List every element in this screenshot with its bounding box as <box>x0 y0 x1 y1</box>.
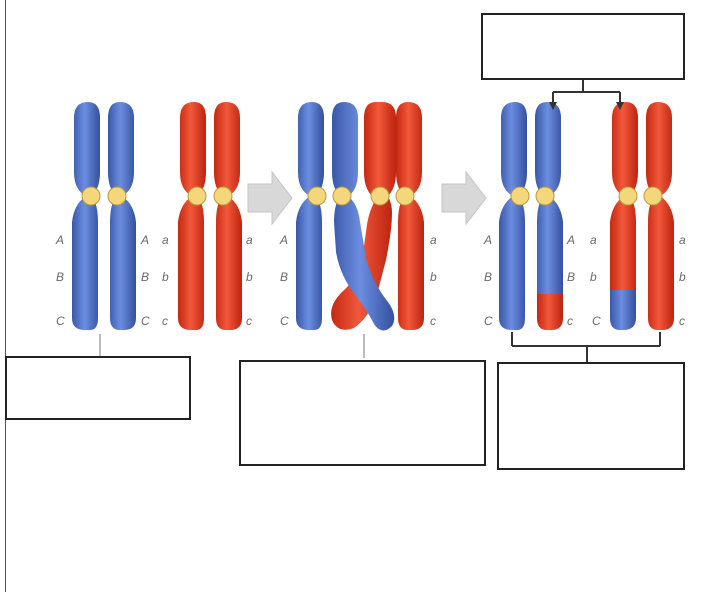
centromere <box>510 186 530 206</box>
locus-label: C <box>280 314 289 328</box>
label-box-bottom-left[interactable] <box>5 356 191 420</box>
centromere <box>643 186 663 206</box>
locus-label: c <box>679 314 685 328</box>
red-chromatid <box>178 102 206 330</box>
locus-label: c <box>567 314 573 328</box>
locus-label: b <box>430 270 437 284</box>
blue-chromatid-crossing <box>332 102 395 331</box>
locus-label: a <box>590 233 597 247</box>
locus-label: b <box>246 270 253 284</box>
stage-3-recombinant: A B C A B c a b C a b c <box>483 80 686 362</box>
locus-label: B <box>280 270 288 284</box>
centromere <box>618 186 638 206</box>
red-chromatid <box>214 102 242 330</box>
locus-label: b <box>162 270 169 284</box>
locus-label: c <box>246 314 252 328</box>
centromere <box>332 186 352 206</box>
arrowhead <box>549 102 557 110</box>
label-box-bottom-right[interactable] <box>497 362 685 470</box>
blue-chromatid <box>72 102 100 330</box>
locus-label: A <box>566 233 575 247</box>
centromere <box>81 186 101 206</box>
locus-label: A <box>55 233 64 247</box>
locus-label: c <box>430 314 436 328</box>
locus-label: C <box>141 314 150 328</box>
red-chromosome-stage1 <box>178 102 242 330</box>
locus-label: a <box>246 233 253 247</box>
blue-chromatid <box>108 102 136 330</box>
centromere <box>187 186 207 206</box>
locus-label: C <box>592 314 601 328</box>
red-chromatid <box>646 102 674 330</box>
locus-label: b <box>679 270 686 284</box>
process-arrow <box>441 170 487 226</box>
blue-segment <box>610 290 636 330</box>
locus-label: C <box>484 314 493 328</box>
locus-label: A <box>140 233 149 247</box>
locus-label: B <box>141 270 149 284</box>
locus-label: B <box>56 270 64 284</box>
centromere <box>107 186 127 206</box>
label-box-bottom-middle[interactable] <box>239 360 486 466</box>
locus-label: A <box>279 233 288 247</box>
label-box-top-right[interactable] <box>481 13 685 80</box>
process-arrow <box>247 170 293 226</box>
arrowhead <box>616 102 624 110</box>
stage-2-crossing-over: A B C a b c <box>279 102 437 358</box>
blue-chromatid <box>499 102 527 330</box>
locus-label: a <box>679 233 686 247</box>
top-bracket-connector <box>552 80 621 104</box>
locus-label: b <box>590 270 597 284</box>
locus-label: c <box>162 314 168 328</box>
blue-chromosome-stage1 <box>72 102 136 330</box>
frame-edge <box>5 0 6 592</box>
red-chromatid <box>364 102 396 196</box>
locus-label: a <box>162 233 169 247</box>
locus-label: a <box>430 233 437 247</box>
locus-label: B <box>484 270 492 284</box>
red-chromatid <box>396 102 424 330</box>
bottom-bracket-connector <box>511 332 661 362</box>
stage-1-homologous-pair: A B C A B C a b c a b c <box>55 102 253 356</box>
red-segment <box>537 294 563 330</box>
blue-chromatid <box>296 102 324 330</box>
centromere <box>370 186 390 206</box>
locus-label: C <box>56 314 65 328</box>
locus-label: A <box>483 233 492 247</box>
centromere <box>535 186 555 206</box>
locus-label: B <box>567 270 575 284</box>
centromere <box>395 186 415 206</box>
centromere <box>307 186 327 206</box>
centromere <box>213 186 233 206</box>
